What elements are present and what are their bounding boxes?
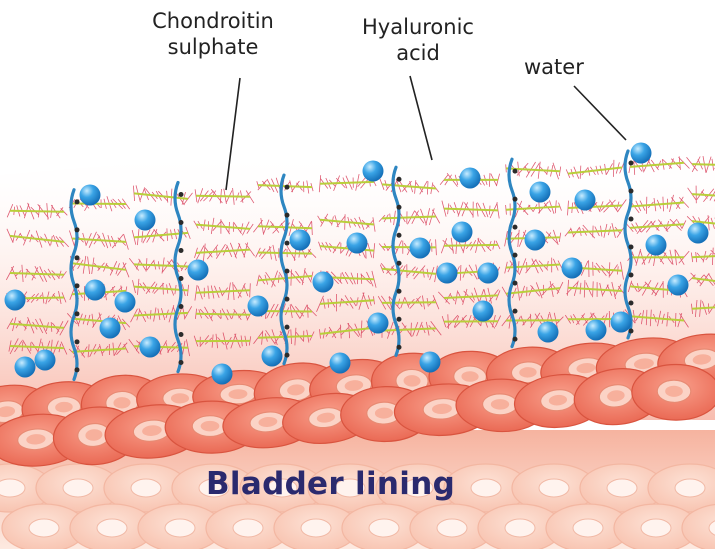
water-molecule [452,222,473,243]
link-protein [285,185,290,190]
water-molecule [611,312,632,333]
link-protein [397,345,402,350]
label-hyaluronic-line-1: Hyaluronic [348,14,488,40]
link-protein [179,360,184,365]
water-molecule [347,233,368,254]
water-molecule [478,263,499,284]
water-molecule [575,190,596,211]
label-water: water [524,54,594,80]
water-molecule [35,350,56,371]
link-protein [629,301,634,306]
water-molecule [586,320,607,341]
link-protein [179,276,184,281]
link-protein [397,205,402,210]
water-molecule [646,235,667,256]
link-protein [513,309,518,314]
label-chondroitin-line-1: Chondroitin [150,8,276,34]
link-protein [513,197,518,202]
link-protein [75,311,80,316]
water-molecule [262,346,283,367]
link-protein [513,337,518,342]
link-protein [397,233,402,238]
water-molecule [420,352,441,373]
link-protein [179,248,184,253]
water-molecule [80,185,101,206]
link-protein [513,169,518,174]
label-hyaluronic-acid: Hyaluronic acid [348,14,488,66]
water-molecule [140,337,161,358]
water-molecule [135,210,156,231]
water-molecule [15,357,36,378]
link-protein [75,199,80,204]
water-molecule [188,260,209,281]
link-protein [397,261,402,266]
water-molecule [525,230,546,251]
water-molecule [668,275,689,296]
water-molecule [330,353,351,374]
link-protein [629,273,634,278]
label-hyaluronic-line-2: acid [348,40,488,66]
link-protein [397,317,402,322]
water-molecule [530,182,551,203]
link-protein [285,213,290,218]
link-protein [513,281,518,286]
label-chondroitin-sulphate: Chondroitin sulphate [150,8,276,60]
leader-hyaluronic [410,76,432,160]
link-protein [397,289,402,294]
water-molecule [212,364,233,385]
link-protein [285,297,290,302]
water-molecule [290,230,311,251]
water-molecule [688,223,709,244]
water-molecule [313,272,334,293]
water-molecule [437,263,458,284]
link-protein [285,241,290,246]
water-molecule [5,290,26,311]
link-protein [629,189,634,194]
water-molecule [562,258,583,279]
link-protein [629,329,634,334]
link-protein [285,353,290,358]
link-protein [629,245,634,250]
water-molecule [248,296,269,317]
link-protein [629,161,634,166]
water-molecule [473,301,494,322]
link-protein [179,220,184,225]
link-protein [179,192,184,197]
link-protein [179,332,184,337]
link-protein [629,217,634,222]
link-protein [285,325,290,330]
link-protein [397,177,402,182]
water-molecule [631,143,652,164]
link-protein [75,283,80,288]
bladder-lining-title: Bladder lining [206,466,455,502]
link-protein [179,304,184,309]
link-protein [75,367,80,372]
water-molecule [460,168,481,189]
water-molecule [100,318,121,339]
leader-water [574,86,626,140]
water-molecule [85,280,106,301]
water-molecule [115,292,136,313]
water-molecule [368,313,389,334]
water-molecule [410,238,431,259]
link-protein [75,255,80,260]
link-protein [513,253,518,258]
water-molecule [538,322,559,343]
water-molecule [363,161,384,182]
label-chondroitin-line-2: sulphate [150,34,276,60]
link-protein [75,339,80,344]
link-protein [75,227,80,232]
link-protein [513,225,518,230]
link-protein [285,269,290,274]
